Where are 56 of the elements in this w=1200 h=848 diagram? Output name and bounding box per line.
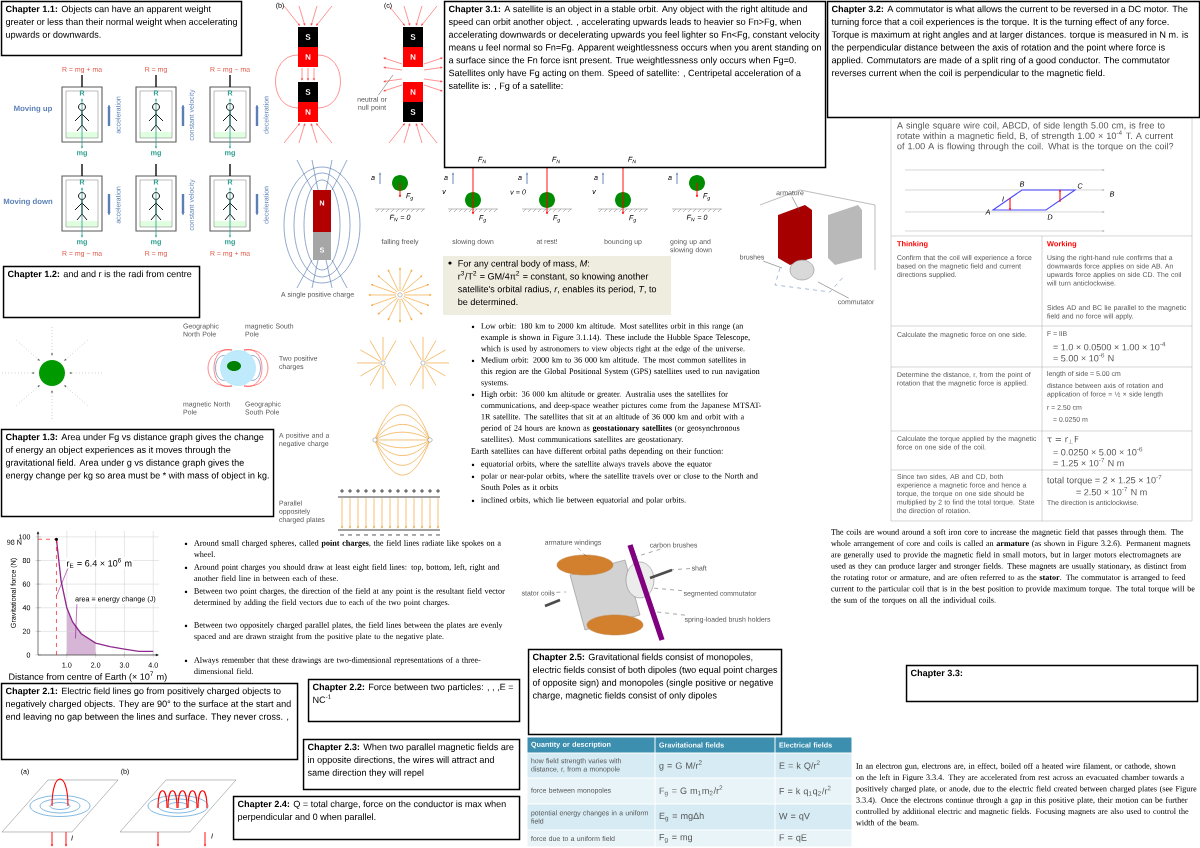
table-cell: F$_{g}$ = G m$_{1}$m$_{2}$/r$^{2}$	[655, 778, 775, 804]
bullet-text: Medium orbit: 2000 km to 36 000 km altitude. The most common satellites in this region are the Global Positional System (GPS) satellites used to run navigation systems.	[481, 356, 760, 387]
table-cell: g = G M/r$^{2}$	[655, 753, 775, 778]
pole-label: N	[410, 54, 416, 60]
note-box: Chapter 2.1: Electric field lines go from positively charged objects to negatively charged objects. They are 90° to the surface at the start and end leaving no gap between the lines and surface. They never cross. ,	[0, 682, 299, 761]
pole-label: N	[305, 54, 311, 60]
table-cell: E = k Q/r$^{2}$	[775, 753, 852, 778]
x-axis-title: Distance from centre of Earth (× 10$^{7}$ m)	[9, 671, 167, 682]
table-cell: W = qV	[775, 804, 852, 830]
bullet-text: High orbit: 36 000 km altitude or greater. Australia uses the satellites for communications, and deep-space weather pictures come from the Japanese MTSAT-1R satellite. The satellites that sit at an altitude of 36 000 km and orbit with a period of 24 hours are known as geostationary satellites (or geosynchronous satellites). Most communications satellites are geostationary.	[481, 390, 762, 444]
pole-label: N	[410, 89, 416, 95]
table-text: = 1.0 × 0.0500 × 1.00 × 10$^{-4}$	[1053, 341, 1166, 351]
table-cell: E$_{g}$ = mgΔh	[655, 804, 775, 830]
bullet-text: Around small charged spheres, called point charges, the field lines radiate like spokes on a wheel.	[193, 539, 501, 558]
pole-label: S	[410, 34, 416, 40]
note-box: Chapter 1.2: and and r is the radi from centre	[2, 265, 201, 319]
info-panel: For any central body of mass, M: r$^{3}$/T$^{2}$ = GM/4π$^{2}$ = constant, so knowing another satellite's orbital radius, r, enables its period, T, to be determined.	[443, 256, 672, 316]
leader-line	[378, 74, 394, 96]
annotation-label: r$_{E}$ = 6.4 × 10$^{6}$ m	[65, 557, 133, 569]
leader-line	[791, 196, 801, 213]
note-box: Chapter 1.1: Objects can have an apparent weight greater or less than their normal weight when accelerating upwards or downwards.	[0, 0, 243, 57]
table-cell: F$_{g}$ = mg	[655, 830, 775, 847]
leader-line	[656, 611, 686, 616]
leader-line	[577, 547, 591, 561]
note-box: Chapter 2.4: Q = total charge, force on the conductor is max when perpendicular and 0 when parallel.	[232, 795, 521, 841]
note-box: Chapter 3.3:	[905, 664, 1199, 703]
table-text: = 1.25 × 10$^{-7}$ N m	[1053, 457, 1124, 467]
table-cell: F = qE	[775, 830, 852, 847]
bullet-text: Between two oppositely charged parallel plates, the field lines between the plates are evenly spaced and are drawn straight from the positive plate to the negative plate.	[194, 621, 503, 641]
pole-label: N	[305, 109, 311, 115]
leader-line	[556, 591, 567, 593]
paragraph: Earth satellites can have different orbital paths depending on their function:	[471, 447, 723, 456]
paragraph: In an electron gun, electrons are, in effect, boiled off a heated wire filament, or cathode, shown on the left in Figure 3.3.4. They are accelerated from rest across an evacuated chamber towards a positively charged plate, or anode, due to the electric field created between charged plates (see Figure 3.3.4). Once the electrons continue through a gap in this positive plate, their motion can be further controlled by additional electric and magnetic fields. Focusing magnets are also used to control the width of the beam.	[855, 762, 1197, 826]
table-text: total torque = 2 × 1.25 × 10$^{-7}$	[1047, 474, 1162, 486]
table-text: = 5.00 × 10$^{-6}$ N	[1053, 352, 1114, 362]
bullet-text: Always remember that these drawings are two-dimensional representations of a three-dimensional field.	[194, 656, 481, 675]
table-text: = 0.0250 × 5.00 × 10$^{-6}$	[1053, 446, 1143, 456]
table-text: τ = r$_{⊥}$F	[1047, 435, 1079, 444]
bullet-text: Low orbit: 180 km to 2000 km altitude. Most satellites orbit in this range (an example is shown in Figure 3.1.14). These include the Hubble Space Telescope, which is used by astronomers to view objects right at the edge of the universe.	[480, 322, 750, 353]
note-box: Chapter 2.2: Force between two particles: , , ,E = NC$^{-1}$	[307, 678, 521, 723]
bullet-text: Around point charges you should draw at least eight field lines: top, bottom, left, right and another field line in between each of these.	[194, 563, 500, 582]
table-cell: F = k q$_{1}$q$_{2}$/r$^{2}$	[775, 778, 852, 804]
bullet-text: Between two point charges, the direction of the field at any point is the resultant field vector determined by adding the field vectors due to each of the two point charges.	[194, 587, 505, 607]
note-box: Chapter 3.2: A commutator is what allows the current to be reversed in a DC motor. The turning force that a coil experiences is the torque. It is the turning effect of any force. Torque is maximum at right angles and at larger distances. torque is measured in N m. is the perpendicular distance between the axis of rotation and the point where force is applied. Commutators are made of a split ring of a good conductor. The commutator reverses current when the coil is perpendicular to the magnetic field.	[826, 0, 1200, 119]
pole-label: S	[410, 109, 416, 115]
paragraph: The coils are wound around a soft iron core to increase the magnetic field that passes through them. The whole arrangement of core and coils is called an armature (as shown in Figure 3.2.6). Permanent magnets are generally used to provide the magnetic field in small motors, but in larger motors electromagnets are used as they can produce larger and stronger fields. These magnets are usually stationary, as distinct from the rotating rotor or armature, and are often referred to as the stator. The commutator is arranged to feed current to the particular coil that is in the best position to provide maximum torque. The total torque will be the sum of the torques on all the individual coils.	[830, 528, 1195, 605]
bullet-text: inclined orbits, which lie between equatorial and polar orbits.	[481, 496, 686, 505]
leader-line	[763, 260, 783, 269]
pole-label: S	[305, 34, 311, 40]
table-text: = 2.50 × 10$^{-7}$ N m	[1076, 486, 1147, 496]
leader-line	[817, 281, 849, 299]
note-box: Chapter 1.3: Area under Fg vs distance graph gives the change of energy an object experiences as it moves through the gravitational field. Area under g vs distance graph gives the energy change per kg so area must be * with mass of object in kg.	[0, 428, 275, 518]
note-box: Chapter 2.5: Gravitational fields consist of monopoles, electric fields consist of both dipoles (two equal point charges of opposite sign) and monopoles (single positive or negative charge, magnetic fields consist of only dipoles	[527, 648, 783, 736]
bullet-text: equatorial orbits, where the satellite always travels above the equator	[481, 460, 712, 469]
note-box: Chapter 2.3: When two parallel magnetic fields are in opposite directions, the wires will attract and same direction they will repel	[302, 738, 521, 791]
pole-label: S	[305, 89, 311, 95]
